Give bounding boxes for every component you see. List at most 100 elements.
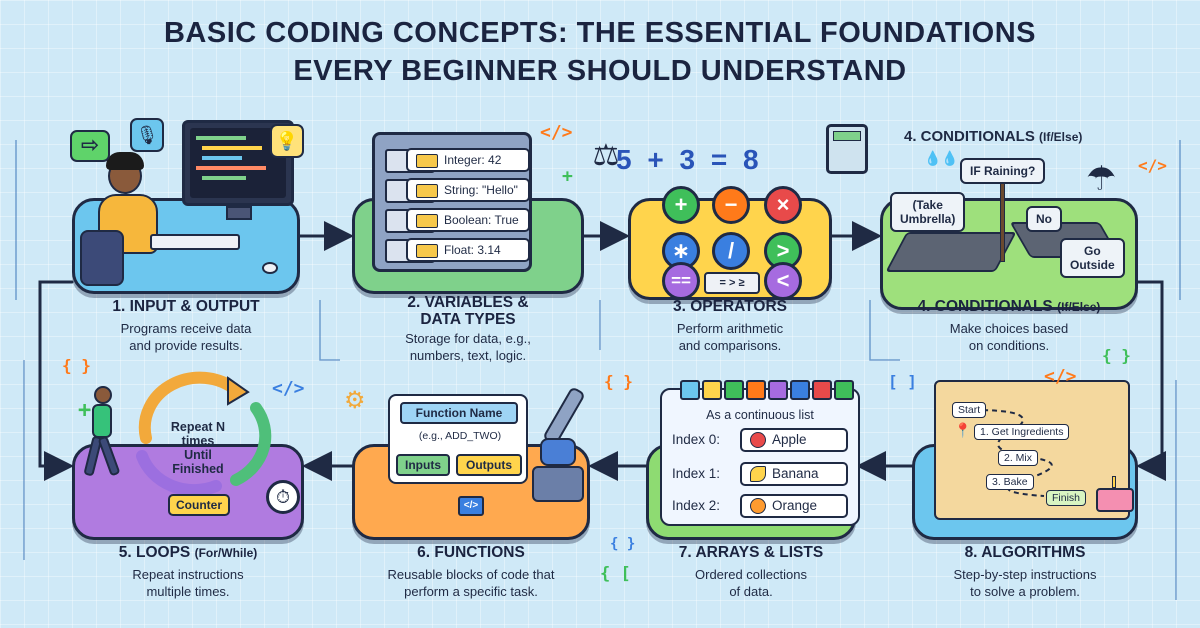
code-tag-deco-2: </> [1138, 156, 1167, 175]
cake-icon [1092, 474, 1138, 514]
equation-text: 5 + 3 = 8 [616, 144, 763, 175]
op-times: × [764, 186, 802, 224]
folder-icon [416, 153, 438, 168]
var-integer: Integer: 42 [406, 148, 530, 172]
step-3-desc: Perform arithmetic and comparisons. [676, 321, 784, 353]
umbrella-icon: ☂ [1086, 160, 1117, 198]
arrow-right-icon: ⇨ [70, 130, 110, 162]
road-left [885, 232, 1017, 272]
step-1-desc: Programs receive data and provide result… [72, 320, 300, 354]
array-value-orange: Orange [740, 494, 848, 518]
algo-step-1: 1. Get Ingredients [974, 424, 1070, 440]
step-1-desc-line-2: and provide results. [129, 338, 243, 353]
function-name-badge: Function Name [400, 402, 518, 424]
step-8-desc: Step-by-step instructions to solve a pro… [953, 567, 1097, 599]
loop-text: Repeat N times Until Finished [170, 420, 226, 476]
step-3-label: 3. OPERATORS [673, 298, 787, 315]
scale-icon: ⚖ [592, 139, 620, 172]
sign-go-outside: Go Outside [1060, 238, 1125, 278]
step-8-label: 8. ALGORITHMS [964, 544, 1086, 561]
braces-deco-1: { } [62, 356, 91, 375]
keyboard [150, 234, 240, 250]
step-4-desc: Make choices based on conditions. [949, 321, 1069, 353]
op-plus: + [662, 186, 700, 224]
braces-deco-2: { } [1102, 346, 1131, 365]
page-title: BASIC CODING CONCEPTS: THE ESSENTIAL FOU… [0, 14, 1200, 90]
arrow-4-8 [1136, 280, 1166, 481]
algo-step-2: 2. Mix [998, 450, 1039, 466]
lightbulb-icon: 💡 [270, 124, 304, 158]
banana-icon [750, 466, 766, 482]
op-minus: − [712, 186, 750, 224]
code-tag-deco-3: </> [272, 378, 305, 399]
code-tag-deco-1: </> [540, 122, 573, 143]
var-boolean: Boolean: True [406, 208, 530, 232]
step-1-desc-line-1: Programs receive data [120, 321, 252, 336]
ops-badge: = > ≥ [704, 272, 760, 294]
code-tag-icon: </> [458, 496, 484, 516]
brace-bracket-deco: { [ [600, 564, 631, 584]
folder-icon [416, 213, 438, 228]
title-line-2: EVERY BEGINNER SHOULD UNDERSTAND [293, 55, 907, 87]
brackets-deco-1: [ ] [888, 372, 917, 391]
braces-deco-3: { } [610, 536, 636, 552]
loop-arrows-icon [136, 371, 272, 497]
step-6-label: 6. FUNCTIONS [417, 544, 525, 561]
array-value-banana: Banana [740, 462, 848, 486]
microphone-icon: 🎙 [130, 118, 164, 152]
outputs-badge: Outputs [456, 454, 522, 476]
robot-arm-icon [526, 386, 596, 506]
mouse [262, 262, 278, 274]
folder-icon [416, 243, 438, 258]
op-divide: / [712, 232, 750, 270]
person-hair [106, 152, 144, 170]
step-6-desc: Reusable blocks of code that perform a s… [387, 567, 555, 599]
conditionals-header: 4. CONDITIONALS (If/Else) [904, 128, 1083, 145]
sign-if-raining: IF Raining? [960, 158, 1046, 184]
array-index-2: Index 2: [672, 498, 721, 513]
algo-finish: Finish [1046, 490, 1087, 506]
braces-deco-4: { } [604, 372, 633, 391]
step-2-desc: Storage for data, e.g., numbers, text, l… [405, 331, 531, 363]
apple-icon [750, 432, 766, 448]
folder-icon [416, 183, 438, 198]
runner-figure [83, 386, 121, 482]
op-star: ∗ [662, 232, 700, 270]
sign-take-umbrella: (Take Umbrella) [890, 192, 966, 232]
function-example: (e.g., ADD_TWO) [418, 430, 502, 442]
step-5-desc: Repeat instructions multiple times. [132, 567, 244, 599]
plus-deco-1: + [78, 398, 92, 423]
step-4-label: 4. CONDITIONALS (If/Else) [917, 298, 1101, 315]
orange-icon [750, 498, 766, 514]
array-header: As a continuous list [706, 408, 814, 422]
title-line-1: BASIC CODING CONCEPTS: THE ESSENTIAL FOU… [163, 17, 1037, 49]
var-float: Float: 3.14 [406, 238, 530, 262]
chair [80, 230, 124, 286]
algo-step-3: 3. Bake [986, 474, 1034, 490]
var-string: String: "Hello" [406, 178, 530, 202]
sign-no: No [1026, 206, 1062, 232]
monitor-stand [226, 206, 252, 220]
gear-icon: ⚙ [344, 387, 366, 414]
array-value-apple: Apple [740, 428, 848, 452]
calculator-icon [826, 124, 868, 174]
algo-start: Start [952, 402, 987, 418]
inputs-badge: Inputs [396, 454, 450, 476]
signpost [1000, 180, 1005, 262]
function-card: Function Name (e.g., ADD_TWO) Inputs Out… [388, 394, 528, 484]
step-2-label: 2. VARIABLES & DATA TYPES [407, 294, 529, 328]
arrow-left-loop [38, 280, 74, 481]
counter-badge: Counter [168, 494, 230, 516]
code-tag-deco-4: </> [1044, 366, 1077, 387]
op-less: < [764, 262, 802, 300]
array-index-0: Index 0: [672, 432, 721, 447]
array-index-1: Index 1: [672, 466, 721, 481]
plus-deco-2: + [562, 166, 573, 187]
step-7-label: 7. ARRAYS & LISTS [678, 544, 824, 561]
map-pin-icon: 📍 [954, 422, 972, 438]
step-7-desc: Ordered collections of data. [695, 567, 807, 599]
step-1-label: 1. INPUT & OUTPUT [112, 298, 260, 315]
step-5-label: 5. LOOPS (For/While) [118, 544, 258, 561]
stopwatch-icon: ⏱ [266, 480, 300, 514]
